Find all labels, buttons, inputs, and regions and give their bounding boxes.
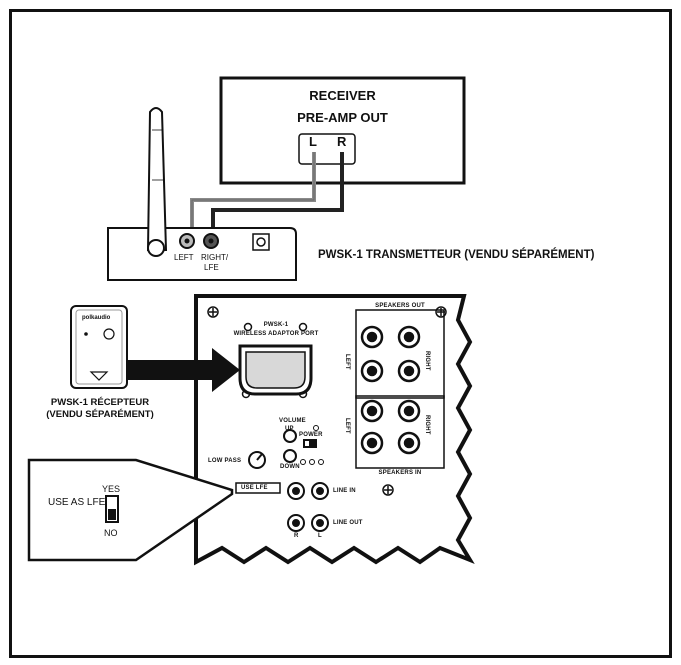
line-out-label: LINE OUT [333,520,363,526]
volume-down-label: DOWN [280,464,300,470]
low-pass-label: LOW PASS [208,458,242,464]
right-wire [211,152,344,238]
antenna-icon [146,107,168,251]
zoom-callout [27,458,234,562]
volume-label: VOLUME [279,418,306,424]
callout-yes: YES [102,484,121,494]
speakers-in-label: SPEAKERS IN [378,470,422,476]
insert-arrow [128,348,240,392]
power-label: POWER [299,432,323,438]
wireless-port-label-1: PWSK-1 [263,322,289,328]
controls [248,425,324,469]
volume-up-button [283,429,297,443]
speakers-out-left-label: LEFT [344,354,350,370]
line-out-right-label: R [294,533,299,539]
transmitter-lfe-label: LFE [204,263,219,272]
receiver-module-caption-1: PWSK-1 RÉCEPTEUR [50,397,150,408]
receiver-module [70,305,128,389]
speaker-terminals [355,309,445,469]
speakers-in-right-label: RIGHT [424,415,430,435]
line-out-left-label: L [318,533,322,539]
use-lfe-switch [235,482,281,494]
preamp-right-label: R [337,134,347,149]
receiver-module-caption-2: (VENDU SÉPARÉMENT) [46,409,154,420]
volume-up-label: UP [285,426,294,432]
receiver-module-brand: polkaudio [82,315,111,321]
wireless-port-label-2: WIRELESS ADAPTOR PORT [233,331,319,337]
volume-down-button [283,449,297,463]
preamp-left-label: L [309,134,317,149]
preamp-out-label: PRE-AMP OUT [297,110,388,125]
receiver-module-arrow [89,371,109,381]
left-wire-outline [191,152,315,238]
line-in-label: LINE IN [333,488,356,494]
line-jacks [235,482,329,532]
transmitter-left-label: LEFT [174,253,194,262]
callout-no: NO [104,528,118,538]
transmitter-right-label: RIGHT/ [201,253,229,262]
left-wire [190,152,316,238]
receiver-module-button [103,328,115,340]
receiver-title: RECEIVER [309,88,376,103]
speakers-out-right-label: RIGHT [424,351,430,371]
speakers-out-label: SPEAKERS OUT [375,303,425,309]
use-lfe-label: USE LFE [241,485,268,491]
antenna-base [147,239,165,257]
preamp-jack-panel [298,133,356,165]
callout-use-as-lfe: USE AS LFE [48,497,106,508]
speakers-in-left-label: LEFT [344,418,350,434]
transmitter-caption: PWSK-1 TRANSMETTEUR (VENDU SÉPARÉMENT) [318,249,595,261]
